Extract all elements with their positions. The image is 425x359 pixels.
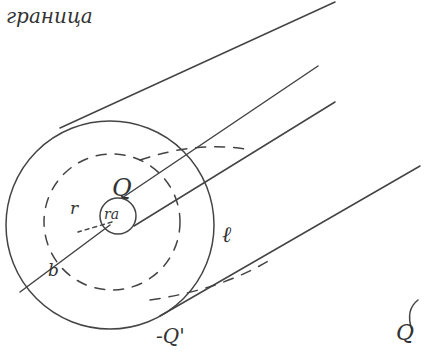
boundary-label: граница — [6, 6, 93, 26]
charge-label: Q — [112, 176, 132, 200]
length-label: ℓ — [222, 224, 231, 246]
gauss-surface-side — [140, 147, 270, 300]
radius-label: b — [48, 262, 59, 279]
outer-edge-line — [160, 166, 420, 316]
radius-label: r — [70, 200, 78, 217]
radius-line — [20, 225, 110, 292]
outer-edge-line — [60, 2, 335, 128]
inner-edge-line — [134, 102, 335, 226]
gauss-surface — [44, 154, 180, 290]
inner-edge-line — [122, 66, 318, 198]
radius-r-line — [78, 222, 112, 232]
charge-label: -Q' — [156, 326, 185, 346]
radius-label: ra — [104, 207, 119, 221]
outer-cylinder — [6, 121, 214, 329]
charge-label: Q — [396, 322, 414, 344]
